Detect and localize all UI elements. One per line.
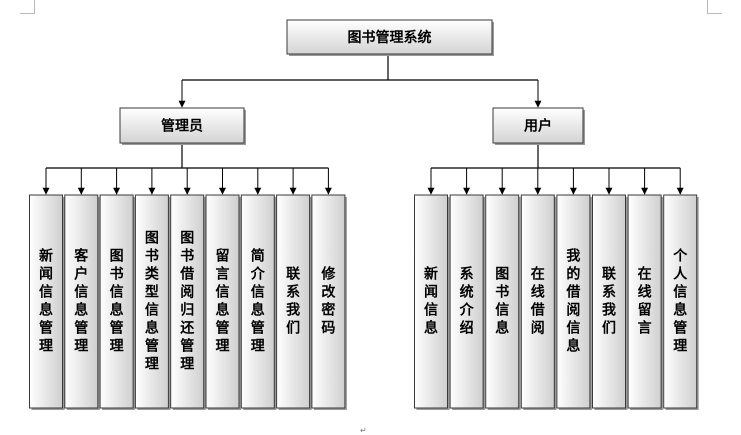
admin-module-1-label: 客户信息管理 xyxy=(73,248,89,355)
admin-module-1: 客户信息管理 xyxy=(64,194,100,410)
admin-module-5: 留言信息管理 xyxy=(205,194,241,410)
admin-module-2: 图书信息管理 xyxy=(99,194,136,410)
admin-module-8: 修改密码 xyxy=(311,194,347,410)
user-module-2-label: 图书信息 xyxy=(495,267,509,337)
admin-module-4-label: 图书借阅归还管理 xyxy=(179,231,195,373)
user-module-4: 我的借阅信息 xyxy=(556,194,592,410)
user-module-6: 在线留言 xyxy=(627,194,664,410)
user-module-7: 个人信息管理 xyxy=(663,194,699,410)
admin-module-0-label: 新闻信息管理 xyxy=(39,248,53,355)
page-corner-mark-right xyxy=(707,0,722,14)
user-module-3: 在线借阅 xyxy=(520,194,557,410)
user-module-5-label: 联系我们 xyxy=(602,267,617,337)
admin-module-3-label: 图书类型信息管理 xyxy=(145,231,160,373)
user-module-7-label: 个人信息管理 xyxy=(672,248,688,355)
admin-module-7: 联系我们 xyxy=(276,194,312,410)
user-module-1-label: 系统介绍 xyxy=(459,266,475,337)
user-module-4-label: 我的借阅信息 xyxy=(565,249,580,355)
page-corner-mark-left xyxy=(20,0,35,14)
user-module-2: 图书信息 xyxy=(485,194,521,410)
branch-node-admin: 管理员 xyxy=(119,107,246,145)
user-module-0: 新闻信息 xyxy=(414,194,450,410)
user-module-0-label: 新闻信息 xyxy=(424,266,438,337)
admin-module-2-label: 图书信息管理 xyxy=(110,249,124,355)
connector-lines xyxy=(42,54,684,195)
admin-module-8-label: 修改密码 xyxy=(320,266,336,337)
user-module-5: 联系我们 xyxy=(592,194,628,410)
user-module-1: 系统介绍 xyxy=(449,194,486,410)
branch-node-user: 用户 xyxy=(492,107,585,145)
root-node-label: 图书管理系统 xyxy=(348,29,432,46)
paragraph-mark: ↵ xyxy=(360,426,367,435)
admin-module-6-label: 简介信息管理 xyxy=(250,248,266,355)
admin-module-4: 图书借阅归还管理 xyxy=(170,194,206,410)
root-node: 图书管理系统 xyxy=(286,19,494,56)
admin-module-0: 新闻信息管理 xyxy=(29,194,65,410)
user-module-6-label: 在线留言 xyxy=(638,266,652,337)
branch-node-user-label: 用户 xyxy=(524,118,552,135)
admin-module-6: 简介信息管理 xyxy=(240,194,277,410)
admin-module-3: 图书类型信息管理 xyxy=(134,194,171,410)
user-module-3-label: 在线借阅 xyxy=(530,266,545,337)
admin-module-7-label: 联系我们 xyxy=(286,267,301,337)
admin-module-5-label: 留言信息管理 xyxy=(216,248,230,355)
branch-node-admin-label: 管理员 xyxy=(161,118,203,135)
